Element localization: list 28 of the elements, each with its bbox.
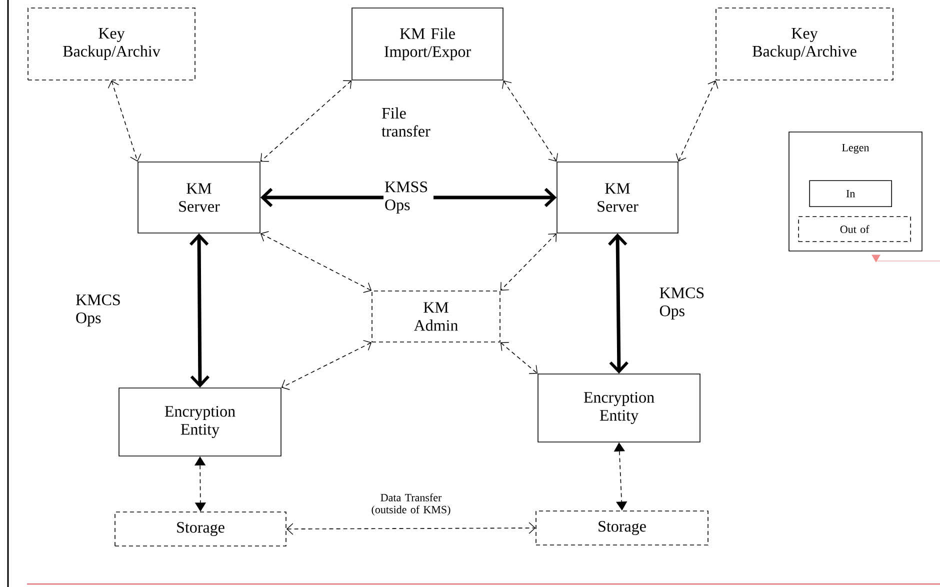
arrow: [281, 340, 372, 390]
arrow: [260, 80, 352, 162]
arrow: [260, 231, 372, 293]
edge-label: KMCS Ops: [76, 294, 120, 326]
dashed-box: Key Backup/Archiv: [28, 8, 196, 80]
process-box: Encryption Entity: [538, 374, 700, 442]
arrow: [108, 80, 142, 162]
process-box: Encryption Entity: [118, 388, 282, 456]
arrow: [189, 233, 210, 388]
arrow: [286, 522, 536, 535]
dashed-box: Out of: [798, 216, 911, 242]
dashed-box: KM Admin: [372, 290, 500, 342]
arrow: [608, 233, 628, 374]
annotation-text: File transfer: [382, 107, 430, 137]
dashed-box: Key Backup/Archive: [716, 8, 894, 80]
edge-label: KMSS Ops: [384, 180, 434, 214]
process-box: KM Server: [556, 162, 678, 234]
process-box: In: [809, 180, 892, 207]
dashed-box: Storage: [536, 510, 708, 546]
arrow: [500, 342, 538, 374]
process-box: KM File Import/Expor: [352, 8, 504, 80]
arrow: [676, 80, 718, 162]
dashed-box: Storage: [114, 512, 286, 546]
arrow: [502, 80, 558, 162]
process-box: KM Server: [138, 162, 260, 234]
arrow: [500, 233, 557, 291]
edge-label: Data Transfer (outside of KMS): [369, 492, 453, 517]
edge-label: KMCS Ops: [660, 288, 704, 320]
